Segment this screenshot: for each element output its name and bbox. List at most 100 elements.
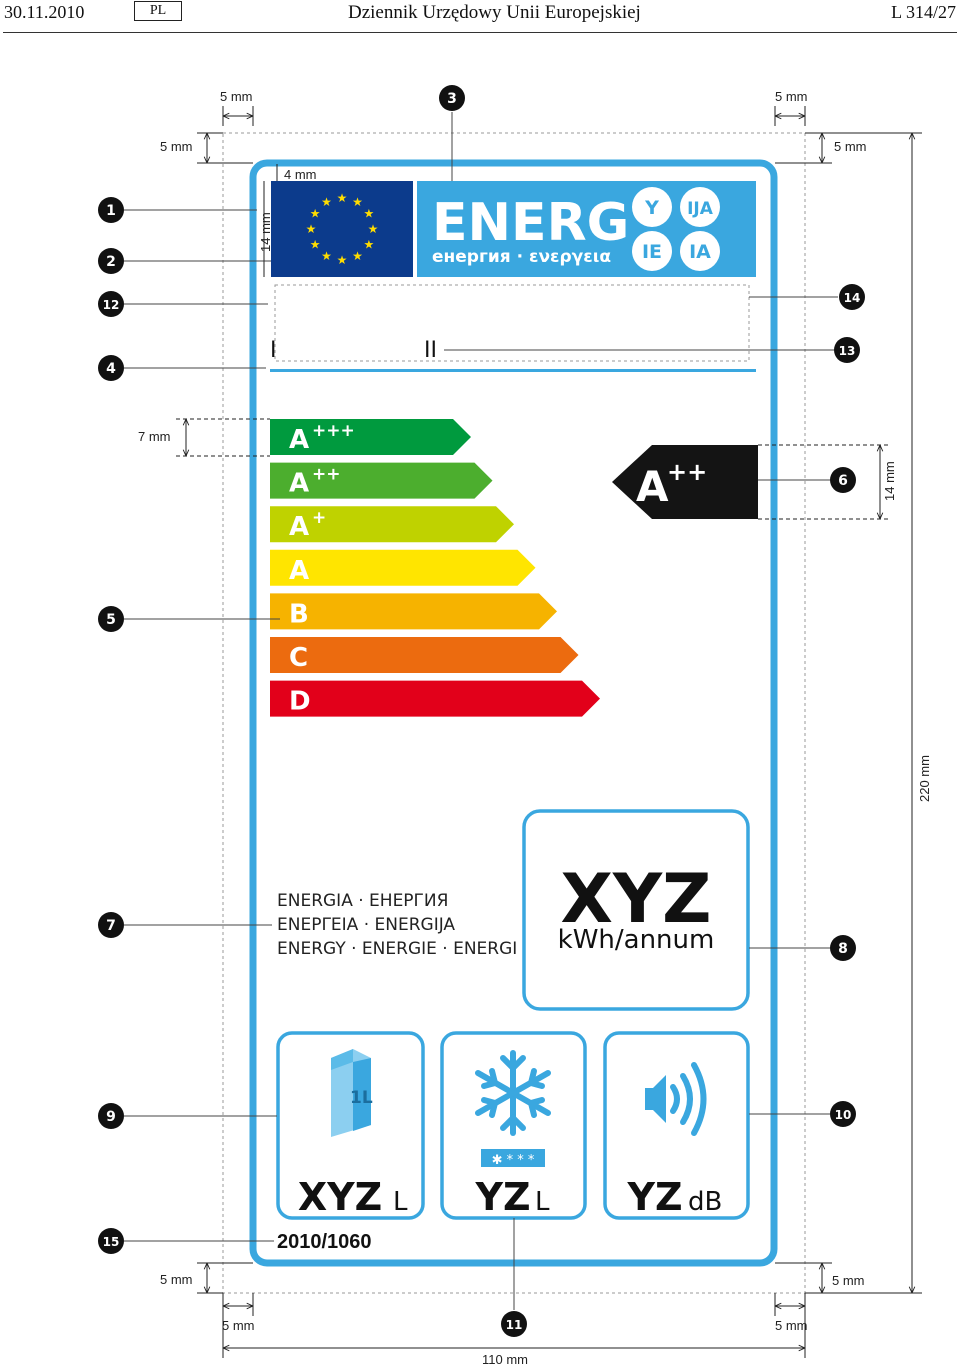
callout-circle bbox=[830, 1101, 856, 1127]
dim-class-height: 7 mm bbox=[138, 429, 171, 444]
dim-right-top-margin: 5 mm bbox=[775, 89, 808, 104]
eu-star-icon: ★ bbox=[352, 195, 363, 209]
frozen-volume-unit: L bbox=[535, 1187, 550, 1217]
energ-subtitle: енергия · ενεργεια bbox=[432, 247, 611, 267]
speaker-icon bbox=[645, 1062, 707, 1136]
page-number: L 314/27 bbox=[891, 2, 956, 22]
outer-guide bbox=[222, 132, 806, 1294]
callout-circle bbox=[439, 85, 465, 111]
callout-circle bbox=[830, 467, 856, 493]
energy-class-arrow bbox=[270, 462, 493, 499]
energy-class-label: A bbox=[289, 469, 309, 499]
rating-arrow: A ++ bbox=[612, 445, 758, 519]
header-rule bbox=[3, 32, 957, 33]
eu-flag-icon: ★★★★★★★★★★★★ bbox=[271, 181, 413, 277]
carton-label: 1L bbox=[350, 1088, 373, 1108]
dim-top-margin-right: 5 mm bbox=[834, 139, 867, 154]
callout-circle bbox=[834, 337, 860, 363]
callout-circle bbox=[98, 1228, 124, 1254]
rating-sup: ++ bbox=[667, 458, 707, 486]
callout-circle bbox=[98, 1103, 124, 1129]
energy-class-label: C bbox=[289, 643, 308, 673]
dim-top-margin-left: 5 mm bbox=[160, 139, 193, 154]
noise-value: YZ bbox=[626, 1175, 682, 1219]
consumption-unit: kWh/annum bbox=[558, 925, 715, 955]
callout-number: 12 bbox=[103, 298, 120, 312]
energy-class-arrow bbox=[270, 506, 514, 543]
fresh-volume-value: XYZ bbox=[298, 1175, 382, 1219]
energy-class-arrow bbox=[270, 549, 536, 586]
rating-letter: A bbox=[636, 462, 669, 511]
energy-class-sup: + bbox=[312, 508, 326, 528]
callout-circle bbox=[98, 291, 124, 317]
separator-line bbox=[270, 369, 756, 372]
callout-circle bbox=[830, 935, 856, 961]
callout-number: 14 bbox=[844, 291, 861, 305]
energy-class-sup: +++ bbox=[312, 421, 355, 441]
dim-bottom-margin-right: 5 mm bbox=[832, 1273, 865, 1288]
callout-circle bbox=[98, 248, 124, 274]
header-date: 30.11.2010 bbox=[4, 2, 85, 22]
callout-number: 5 bbox=[106, 612, 116, 628]
energy-class-label: D bbox=[289, 687, 311, 717]
callout-number: 8 bbox=[838, 941, 848, 957]
page-header: 30.11.2010 PL Dziennik Urzędowy Unii Eur… bbox=[0, 0, 960, 34]
consumption-value: XYZ bbox=[561, 860, 712, 939]
energy-class-label: A bbox=[289, 556, 309, 586]
energy-class-arrow bbox=[270, 680, 600, 717]
callout-number: 7 bbox=[106, 918, 116, 934]
dim-arrow-height: 14 mm bbox=[882, 461, 897, 501]
callout-number: 6 bbox=[838, 473, 848, 489]
fresh-volume-box: 1L XYZ L bbox=[276, 1031, 425, 1220]
lang-suffix-ie: IE bbox=[642, 241, 662, 263]
callout-circle bbox=[98, 355, 124, 381]
eu-star-icon: ★ bbox=[321, 195, 332, 209]
dim-left-bottom-margin: 5 mm bbox=[222, 1318, 255, 1333]
callout-number: 3 bbox=[447, 91, 457, 107]
regulation-number: 2010/1060 bbox=[277, 1231, 372, 1253]
callout-number: 2 bbox=[106, 254, 116, 270]
dim-flag-height: 14 mm bbox=[258, 212, 273, 252]
lang-suffix-ija: IJA bbox=[687, 199, 714, 219]
eu-star-icon: ★ bbox=[310, 207, 321, 221]
eu-star-icon: ★ bbox=[352, 249, 363, 263]
eu-star-icon: ★ bbox=[363, 207, 374, 221]
energ-logo: ENERG енергия · ενεργεια Y IJA IE IA bbox=[417, 181, 756, 277]
callout-number: 10 bbox=[835, 1108, 852, 1122]
callout-number: 4 bbox=[106, 361, 116, 377]
eu-star-icon: ★ bbox=[368, 222, 379, 236]
callout-number: 11 bbox=[506, 1318, 523, 1332]
eu-star-icon: ★ bbox=[321, 249, 332, 263]
eu-star-icon: ★ bbox=[306, 222, 317, 236]
energy-word-2: ΕΝΕΡΓΕΙΑ · ENERGIJA bbox=[277, 915, 455, 935]
noise-box: YZ dB bbox=[603, 1031, 750, 1220]
supplier-marker-1: I bbox=[270, 338, 277, 363]
supplier-box bbox=[274, 284, 750, 362]
callout-number: 15 bbox=[103, 1235, 120, 1249]
star-rating-bar: ✱ * * * bbox=[481, 1149, 545, 1168]
callout-number: 13 bbox=[839, 344, 856, 358]
energy-class-label: A bbox=[289, 425, 309, 455]
lang-suffix-ia: IA bbox=[689, 241, 711, 263]
frozen-volume-value: YZ bbox=[474, 1175, 530, 1219]
eu-star-icon: ★ bbox=[337, 191, 348, 205]
energ-text: ENERG bbox=[432, 193, 629, 253]
energy-word-1: ENERGIA · ЕНЕРГИЯ bbox=[277, 891, 448, 911]
energy-class-arrow bbox=[270, 593, 557, 630]
dim-total-width: 110 mm bbox=[482, 1352, 528, 1366]
dim-flag-width: 4 mm bbox=[284, 167, 317, 182]
callout-circle bbox=[839, 284, 865, 310]
dim-right-bottom-margin: 5 mm bbox=[775, 1318, 808, 1333]
callout-number: 9 bbox=[106, 1109, 116, 1125]
leader-lines bbox=[124, 112, 838, 1310]
energy-label-figure: ★★★★★★★★★★★★ ENERG енергия · ενεργεια Y … bbox=[98, 85, 932, 1366]
consumption-box: XYZ kWh/annum bbox=[522, 809, 750, 1011]
dim-left-top-margin: 5 mm bbox=[220, 89, 253, 104]
energy-class-arrow bbox=[270, 419, 471, 455]
frozen-volume-box: ✱ * * * YZ L bbox=[440, 1031, 587, 1220]
lang-suffix-y: Y bbox=[644, 197, 659, 219]
dim-bottom-margin-left: 5 mm bbox=[160, 1272, 193, 1287]
eu-star-icon: ★ bbox=[363, 238, 374, 252]
